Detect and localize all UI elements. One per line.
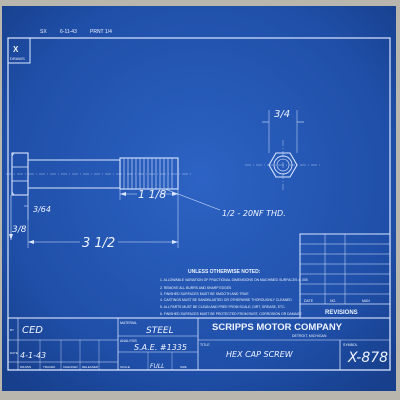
notes-title: UNLESS OTHERWISE NOTED: [188,269,261,275]
title-label: TITLE [200,343,210,347]
thickness-dimension-text: 3/64 [33,205,51,214]
dimension-head-width: 3/4 [262,109,304,153]
dimension-thickness: 3/64 [24,196,51,220]
note-item: 6. FINISHED SURFACES MUST BE PROTECTED F… [160,312,303,316]
company-name: SCRIPPS MOTOR COMPANY [212,322,343,333]
corner-label-2: DRAWS [10,56,25,61]
revisions-col-date: DATE [304,299,314,303]
note-item: 4. CASTINGS MUST BE SANDBLASTED OR OTHER… [160,298,292,302]
dimension-head-height: 3/8 [9,195,27,240]
head-width-dimension-text: 3/4 [274,109,290,120]
revisions-col-no: NO. [330,299,336,303]
material-label: MATERIAL [120,321,137,325]
revisions-title: REVISIONS [325,310,358,316]
thread-callout: 1/2 - 20NF THD. [164,188,286,218]
size-label: SIZE [180,365,187,369]
head-height-dimension-text: 3/8 [12,225,27,235]
note-item: 3. FINISHED SURFACES MUST BE SMOOTH AND … [160,292,249,296]
length-dimension-text: 3 1/2 [82,236,115,251]
symbol-value: X-878 [347,350,388,366]
drawn-by-label: BY [10,328,14,332]
material-value: STEEL [146,326,174,336]
note-item: 5. ALL PARTS MUST BE CLEAN AND FREE FROM… [160,305,286,309]
drawn-by-value: CED [22,325,43,336]
thread-length-dimension-text: 1 1/8 [138,188,166,201]
footer-label-traced: TRACED [43,365,56,369]
analysis-label: ANALYSIS [120,339,138,343]
blueprint-paper [2,6,396,391]
dimension-thread-length: 1 1/8 [119,188,178,201]
title-block: BY CED DATE 4-1-43 DRAWN TRACED CHECKED … [7,317,391,371]
revisions-col-man: MAN [362,299,370,303]
corner-box: X DRAWS [7,37,31,64]
scale-label: SCALE [120,365,130,369]
scale-value: FULL [150,363,165,370]
note-item: 2. REMOVE ALL BURRS AND SHARP EDGES [160,286,232,290]
general-notes: UNLESS OTHERWISE NOTED: 1. ALLOWABLE VAR… [160,269,308,316]
hex-end-view [245,140,322,190]
footer-label-released: RELEASED [82,365,99,369]
note-item: 1. ALLOWABLE VARIATION OF FRACTIONAL DIM… [160,278,308,282]
date-label: DATE [10,351,18,355]
company-location: DETROIT, MICHIGAN [292,334,327,338]
analysis-value: S.A.E. #1335 [134,343,187,352]
header-code-3: PRNT 1/4 [90,29,112,35]
header-code-2: 6-11-43 [60,29,77,35]
date-value: 4-1-43 [20,351,46,360]
footer-label-drawn: DRAWN [20,365,31,369]
header-code-1: SX [40,29,47,35]
symbol-label: SYMBOL [343,343,358,347]
drawing-title: HEX CAP SCREW [226,350,294,359]
bolt-side-view [6,152,192,196]
thread-callout-text: 1/2 - 20NF THD. [222,209,286,218]
corner-label-1: X [13,45,19,54]
footer-label-checked: CHECKED [63,365,79,369]
